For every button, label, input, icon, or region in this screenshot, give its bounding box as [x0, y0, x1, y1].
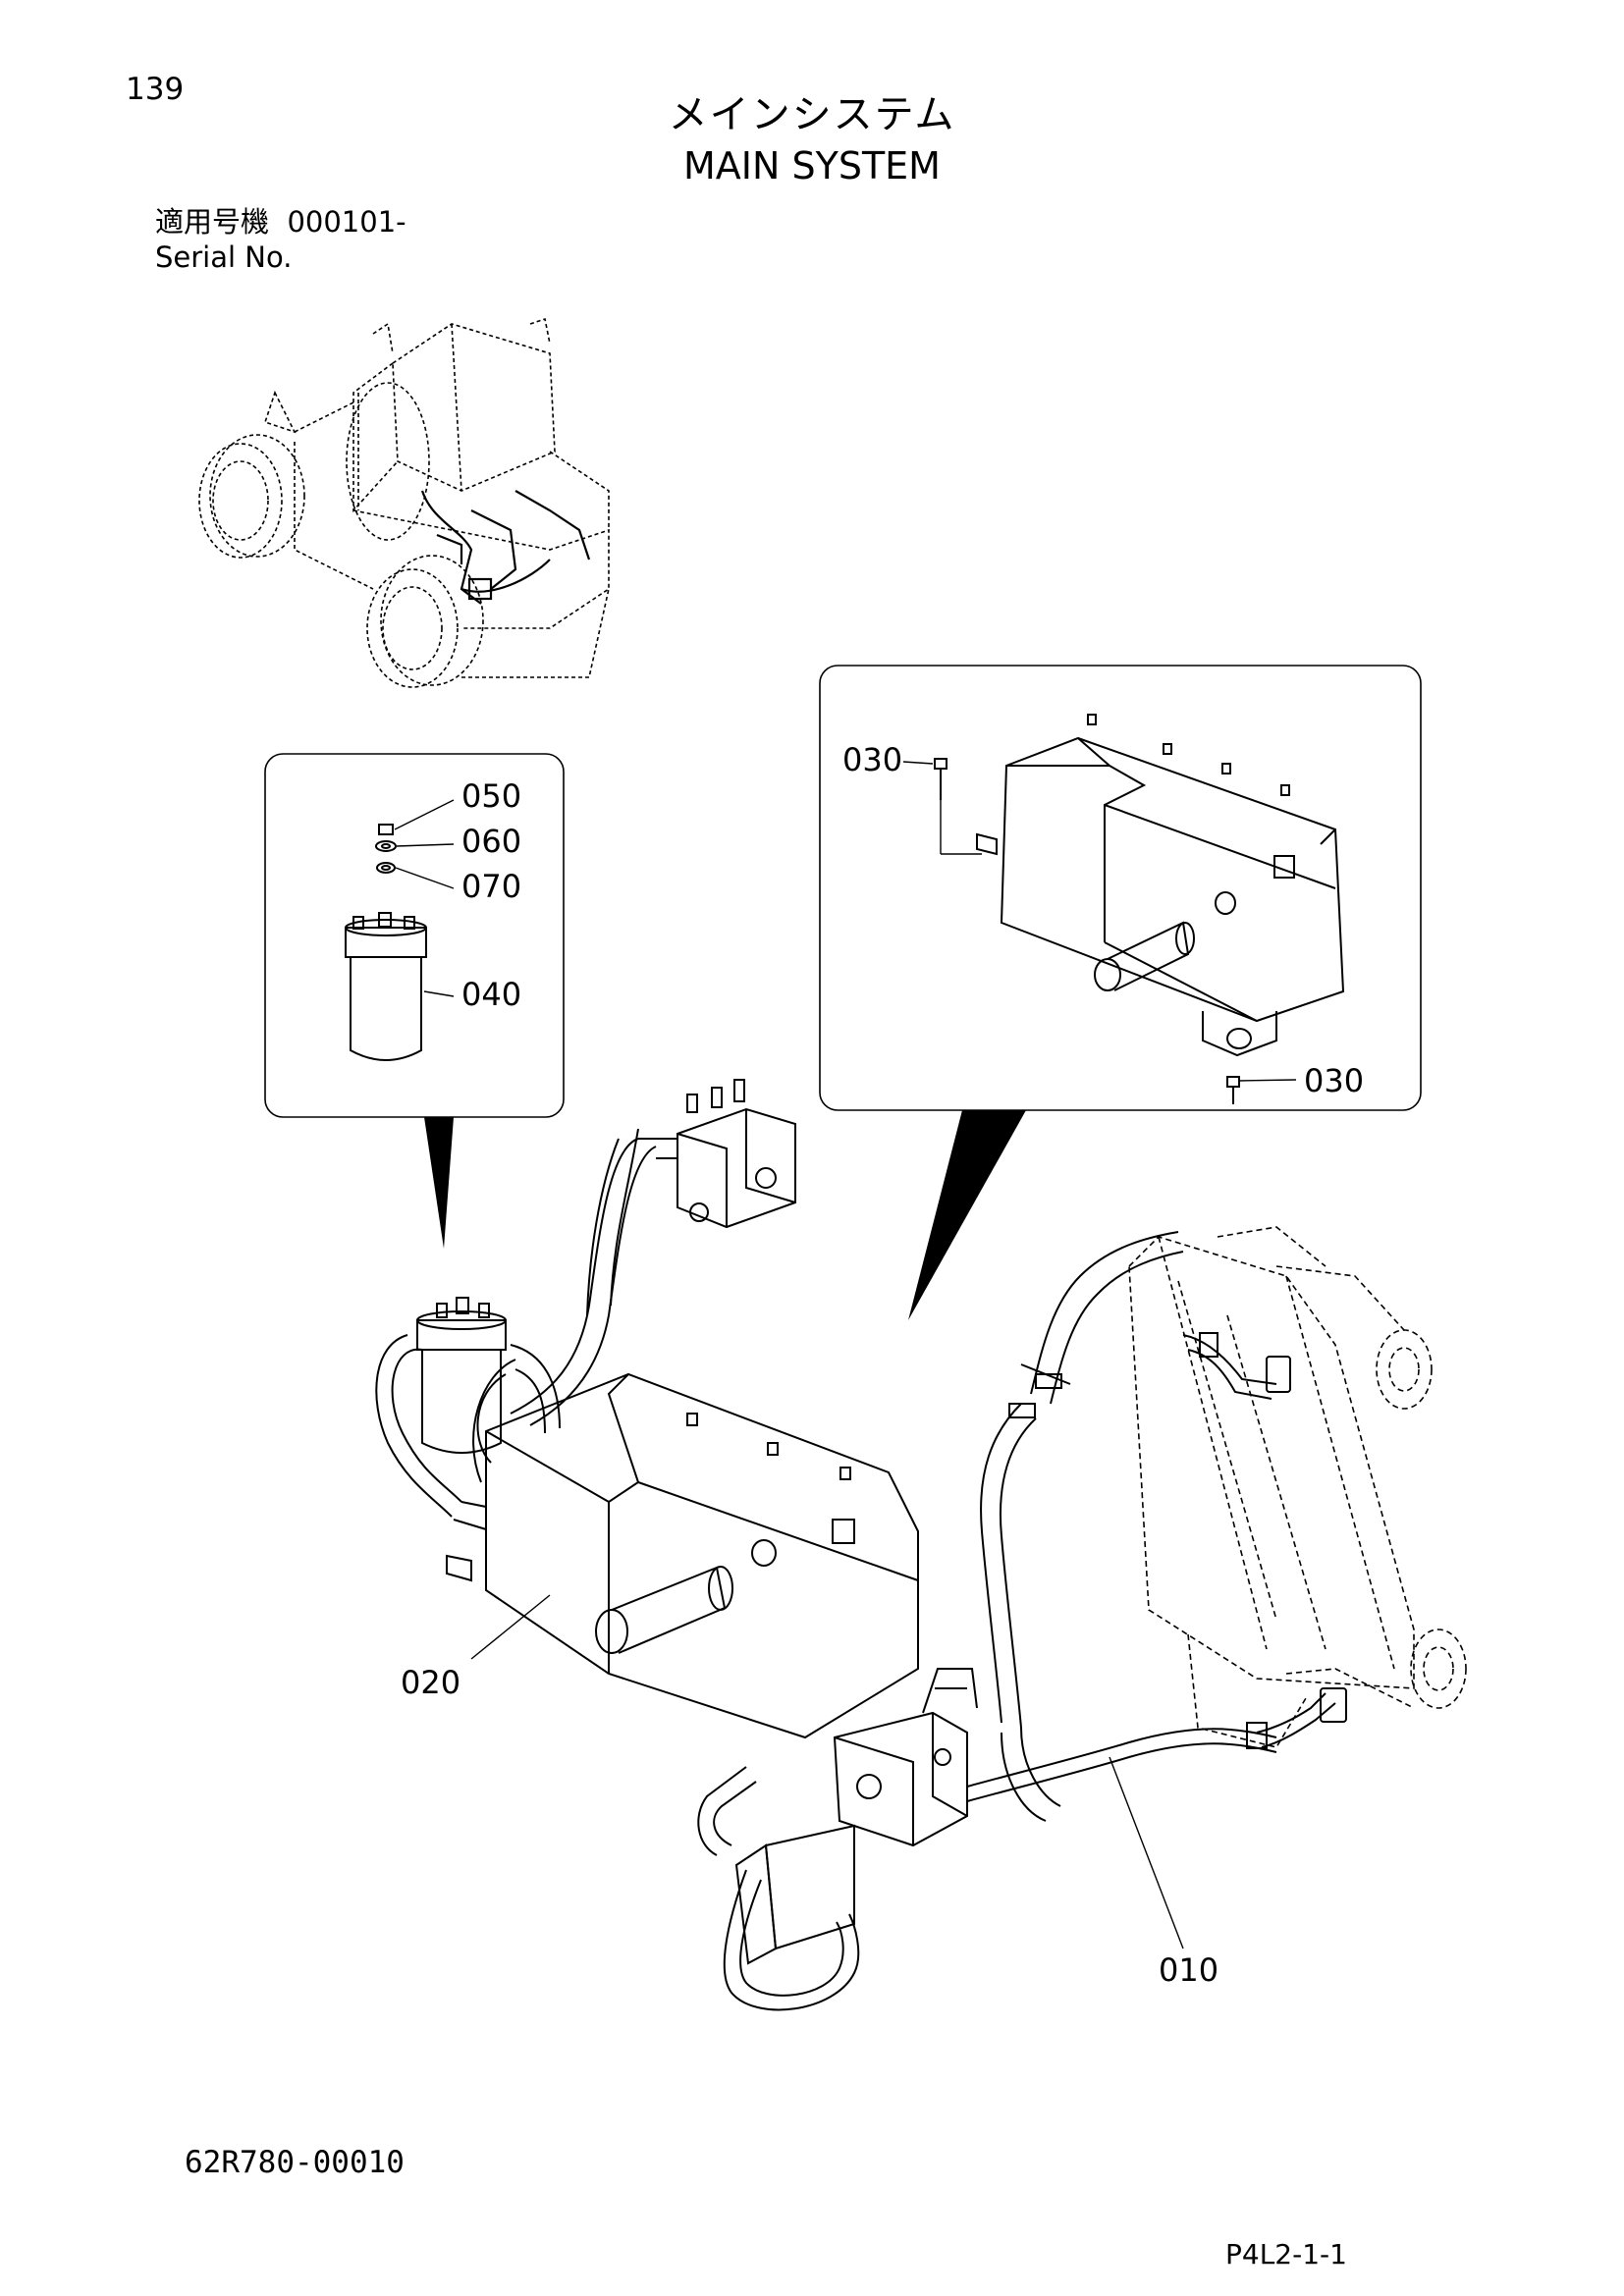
bolt-030-top: [934, 758, 947, 800]
overview-highlight-lines: [420, 490, 591, 605]
pointer-right-box: [908, 1110, 1026, 1320]
detail-box-tank: [819, 665, 1422, 1111]
filter-assembly: [345, 824, 427, 1061]
drawing-number: 62R780-00010: [185, 2145, 405, 2180]
serial-label-jp: 適用号機 000101-: [155, 208, 406, 237]
bolt-030-bottom: [1226, 1076, 1240, 1104]
tank-detail-assembly: [976, 714, 1345, 1057]
leaders-left-box: [394, 799, 455, 997]
machine-overview-illustration: [198, 317, 610, 688]
leaders-right-box: [902, 761, 1297, 1082]
callout-020: 020: [401, 1664, 460, 1701]
callout-010: 010: [1159, 1951, 1218, 1989]
leaders-main: [470, 1594, 1184, 1949]
serial-label-en: Serial No.: [155, 240, 293, 274]
callout-040: 040: [461, 976, 521, 1013]
serial-value: 000101-: [287, 205, 406, 239]
page-title-jp: メインシステム: [668, 92, 956, 137]
callout-060: 060: [461, 823, 521, 860]
detail-box-filter: [264, 753, 565, 1118]
page-number: 139: [126, 72, 185, 107]
main-assembly: [375, 1079, 1467, 2011]
callout-070: 070: [461, 868, 521, 905]
callout-050: 050: [461, 777, 521, 815]
page-title-en: MAIN SYSTEM: [683, 144, 941, 187]
callout-030-bottom: 030: [1304, 1062, 1364, 1099]
pointer-left-box: [424, 1117, 454, 1249]
page-reference: P4L2-1-1: [1225, 2238, 1347, 2270]
serial-label-jp-text: 適用号機: [155, 205, 270, 239]
callout-030-top: 030: [842, 741, 902, 778]
